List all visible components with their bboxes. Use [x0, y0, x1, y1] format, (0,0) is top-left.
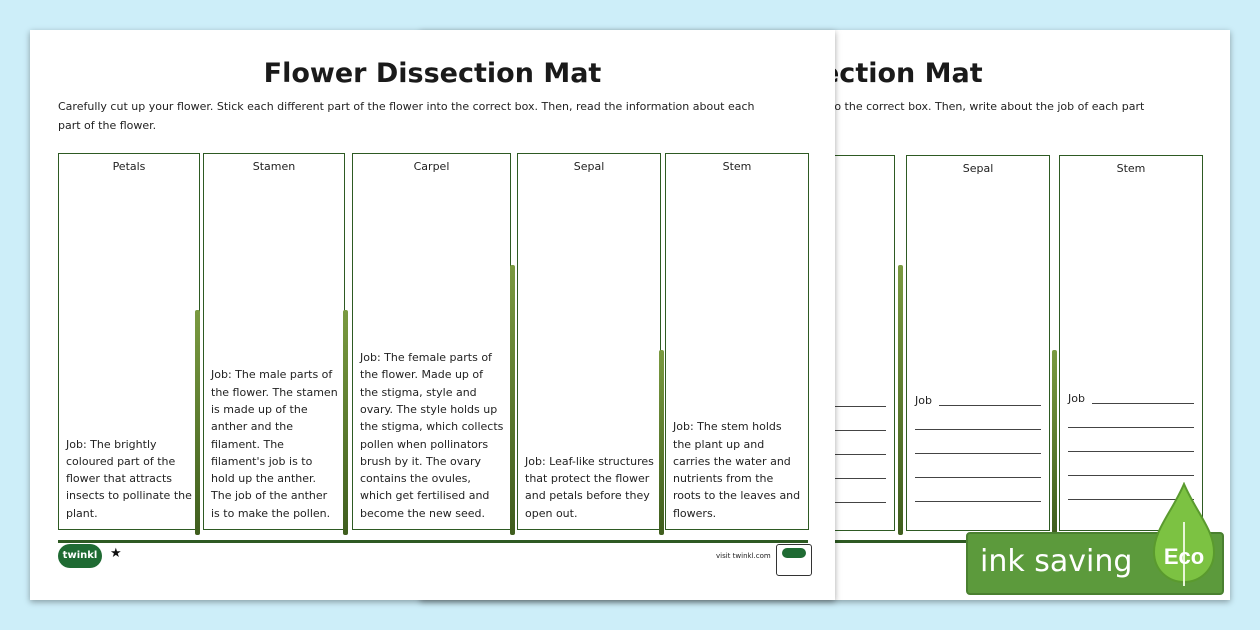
- box-carpel: Carpel Job: The female parts of the flow…: [352, 153, 511, 530]
- instructions: Carefully cut up your flower. Stick each…: [58, 100, 755, 132]
- front-worksheet: Flower Dissection Mat Carefully cut up y…: [30, 30, 835, 600]
- flower-stalk-decoration: [898, 265, 903, 535]
- back-partial-label: l: [826, 162, 894, 175]
- back-title: ection Mat: [821, 58, 983, 89]
- box-stem: Stem Job: The stem holds the plant up an…: [665, 153, 809, 530]
- ink-saving-banner: ink saving: [966, 532, 1224, 595]
- box-sepal-label: Sepal: [573, 160, 605, 173]
- box-petals: Petals Job: The brightly coloured part o…: [58, 153, 200, 530]
- box-stamen-label: Stamen: [252, 160, 296, 173]
- box-stamen-job: Job: The male parts of the flower. The s…: [211, 368, 338, 520]
- eco-text: Eco: [1164, 544, 1204, 569]
- visit-link-text: visit twinkl.com: [716, 552, 771, 560]
- back-box-stem-job: Job: [1068, 392, 1085, 405]
- box-carpel-job: Job: The female parts of the flower. Mad…: [360, 351, 504, 520]
- box-stem-label: Stem: [722, 160, 752, 173]
- flower-stalk-decoration: [659, 350, 664, 535]
- footer-line: [58, 540, 808, 543]
- flower-stalk-decoration: [1052, 350, 1057, 535]
- box-petals-job: Job: The brightly coloured part of the f…: [66, 437, 192, 520]
- leaf-icon: Eco: [1152, 482, 1216, 586]
- box-sepal: Sepal Job: Leaf-like structures that pro…: [517, 153, 661, 530]
- back-partial-box: l: [825, 155, 895, 531]
- flower-stalk-decoration: [195, 310, 200, 535]
- ink-saving-text: ink saving: [980, 544, 1133, 579]
- back-box-stem-label: Stem: [1116, 162, 1146, 175]
- flower-stalk-decoration: [343, 310, 348, 535]
- quality-badge: [776, 544, 812, 576]
- star-icon: ★: [110, 546, 122, 561]
- back-box-sepal: Sepal Job: [906, 155, 1050, 531]
- page-title: Flower Dissection Mat: [263, 58, 602, 89]
- box-petals-label: Petals: [112, 160, 146, 173]
- back-instructions: to the correct box. Then, write about th…: [830, 100, 1145, 113]
- back-box-stem: Stem Job: [1059, 155, 1203, 531]
- back-box-sepal-job: Job: [915, 394, 932, 407]
- box-sepal-job: Job: Leaf-like structures that protect t…: [525, 454, 654, 520]
- flower-stalk-decoration: [510, 265, 515, 535]
- box-carpel-label: Carpel: [413, 160, 450, 173]
- box-stem-job: Job: The stem holds the plant up and car…: [673, 420, 801, 520]
- back-box-sepal-label: Sepal: [962, 162, 994, 175]
- twinkl-logo: twinkl: [58, 544, 102, 568]
- box-stamen: Stamen Job: The male parts of the flower…: [203, 153, 345, 530]
